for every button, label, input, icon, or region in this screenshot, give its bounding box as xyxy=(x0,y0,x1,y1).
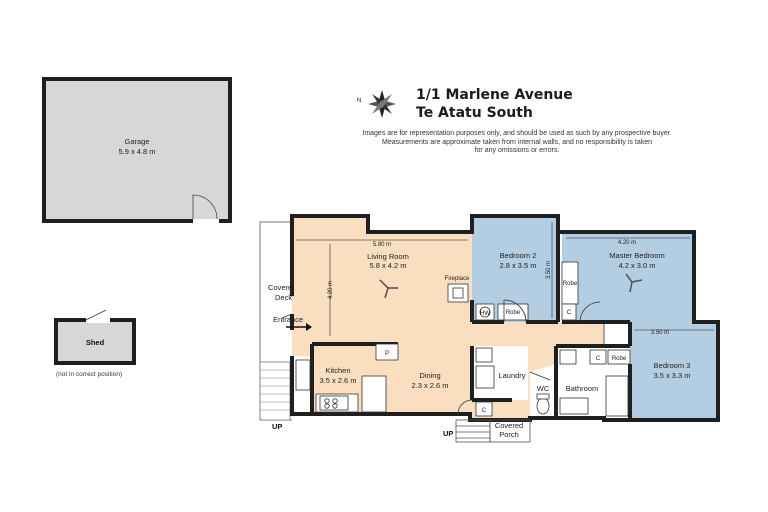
garage-room: Garage 5.9 x 4.8 m xyxy=(42,77,232,224)
entrance-arrow-icon xyxy=(286,323,312,331)
garage-name: Garage xyxy=(124,137,149,146)
dining-name: Dining xyxy=(419,371,440,380)
laundry-name: Laundry xyxy=(498,371,525,380)
covered-porch-label-2: Porch xyxy=(499,430,519,439)
disclaimer-line: for any omissions or errors. xyxy=(474,147,560,155)
porch-steps xyxy=(455,419,531,443)
robe-label-master: Robe xyxy=(563,281,578,287)
disclaimer-text: Images are for representation purposes o… xyxy=(348,130,686,156)
robe-label-bedroom-3: Robe xyxy=(612,356,627,362)
room-labels: Living Room 5.8 x 4.2 m 5.80 m 4.20 m Fi… xyxy=(272,240,691,439)
compass-rose-icon: N xyxy=(357,90,396,118)
cupboard-label-master: C xyxy=(567,310,572,316)
disclaimer-line: Images are for representation purposes o… xyxy=(362,130,672,137)
garage-size: 5.9 x 4.8 m xyxy=(118,147,155,156)
compass-north-label: N xyxy=(357,98,361,104)
entrance-label: Entrance xyxy=(273,315,303,324)
shed-name: Shed xyxy=(86,338,105,347)
wc-name: WC xyxy=(537,384,550,393)
interior-fixtures xyxy=(281,222,714,417)
bedroom-3-width-dim: 3.50 m xyxy=(651,330,669,336)
living-room-size: 5.8 x 4.2 m xyxy=(369,261,406,270)
covered-deck-label-2: Deck xyxy=(275,293,292,302)
deck-stairs-up-label: UP xyxy=(272,422,282,431)
cupboard-label-dining: C xyxy=(482,408,487,414)
hot-water-label: HW xyxy=(480,311,490,317)
shed-position-note: (not in correct position) xyxy=(56,371,123,378)
bedroom-2-height-dim: 3.50 m xyxy=(546,261,552,279)
covered-porch-label-1: Covered xyxy=(495,421,523,430)
covered-deck-label-1: Covered xyxy=(268,283,296,292)
shed-room: Shed xyxy=(54,309,136,365)
bedroom-3-size: 3.5 x 3.3 m xyxy=(653,371,690,380)
fireplace-label: Fireplace xyxy=(445,276,470,282)
bedroom-2-size: 2.8 x 3.5 m xyxy=(499,261,536,270)
bedroom-3-name: Bedroom 3 xyxy=(654,361,691,370)
living-height-dim: 4.20 m xyxy=(328,281,334,299)
dining-size: 2.3 x 2.6 m xyxy=(411,381,448,390)
pantry-label: P xyxy=(385,351,389,357)
covered-deck: Covered Deck xyxy=(259,221,296,421)
living-room-name: Living Room xyxy=(367,252,409,261)
property-address-title: 1/1 Marlene Avenue xyxy=(416,87,573,103)
master-bedroom-size: 4.2 x 3.0 m xyxy=(618,261,655,270)
cupboard-label-hall: C xyxy=(596,356,601,362)
kitchen-name: Kitchen xyxy=(325,366,350,375)
master-width-dim: 4.20 m xyxy=(618,240,636,246)
bathroom-name: Bathroom xyxy=(566,384,599,393)
kitchen-size: 3.5 x 2.6 m xyxy=(319,376,356,385)
property-suburb-subtitle: Te Atatu South xyxy=(416,105,533,121)
disclaimer-line: Measurements are approximate taken from … xyxy=(381,138,653,146)
robe-label-bedroom-2: Robe xyxy=(506,310,521,316)
porch-stairs-up-label: UP xyxy=(443,429,453,438)
master-bedroom-name: Master Bedroom xyxy=(609,251,664,260)
bedroom-2-name: Bedroom 2 xyxy=(500,251,537,260)
living-width-dim: 5.80 m xyxy=(373,242,391,248)
